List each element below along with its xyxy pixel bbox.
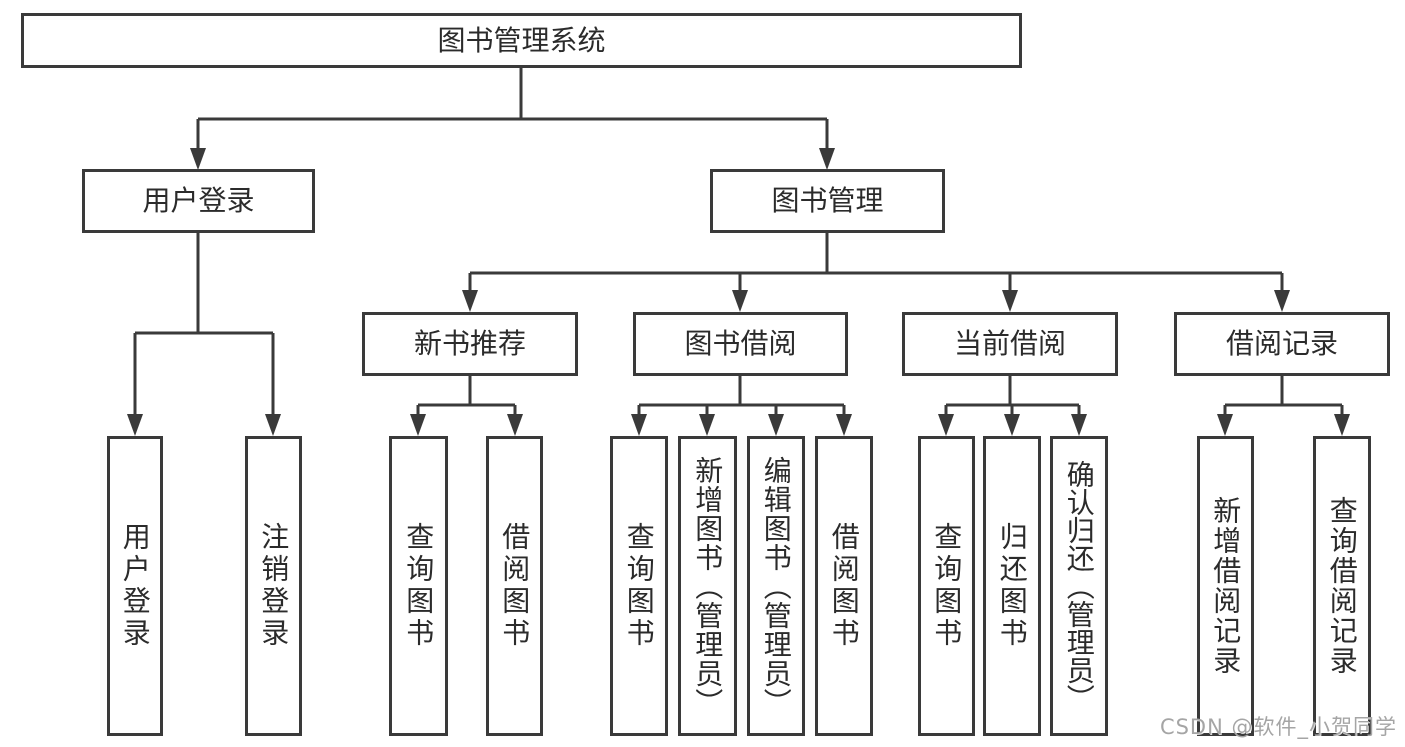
node-current-borrowing: 当前借阅 <box>902 312 1118 376</box>
node-leaf-return-books: 归还图书 <box>983 436 1041 736</box>
connector-path <box>416 376 517 416</box>
arrowhead <box>1334 414 1350 436</box>
node-leaf-edit-books-admin: 编辑图书（管理员） <box>747 436 805 736</box>
arrowhead <box>836 414 852 436</box>
node-borrowing-records: 借阅记录 <box>1174 312 1390 376</box>
node-new-book-recommend: 新书推荐 <box>362 312 578 376</box>
arrowhead <box>1004 414 1020 436</box>
node-leaf-logout: 注销登录 <box>245 436 302 736</box>
connector-path <box>637 376 846 416</box>
node-leaf-confirm-return-admin: 确认归还（管理员） <box>1050 436 1108 736</box>
node-leaf-add-borrow-record: 新增借阅记录 <box>1197 436 1254 736</box>
csdn-watermark: CSDN @软件_小贺同学 <box>1159 715 1397 739</box>
node-leaf-borrow-books: 借阅图书 <box>815 436 873 736</box>
arrowhead <box>410 414 426 436</box>
arrowhead <box>631 414 647 436</box>
arrowhead <box>462 290 478 312</box>
connector-path <box>468 233 1284 292</box>
arrowhead <box>768 414 784 436</box>
arrowhead <box>1071 414 1087 436</box>
node-leaf-borrow-books-recommend: 借阅图书 <box>486 436 543 736</box>
node-leaf-user-login: 用户登录 <box>107 436 163 736</box>
arrowhead <box>1002 290 1018 312</box>
arrowhead <box>1217 414 1233 436</box>
node-leaf-add-books-admin: 新增图书（管理员） <box>678 436 737 736</box>
node-leaf-query-books-recommend: 查询图书 <box>389 436 448 736</box>
node-book-management: 图书管理 <box>710 169 945 233</box>
node-book-borrowing: 图书借阅 <box>633 312 848 376</box>
node-user-login: 用户登录 <box>82 169 315 233</box>
node-leaf-query-books-borrow: 查询图书 <box>610 436 668 736</box>
arrowhead <box>190 148 206 170</box>
connector-path <box>944 376 1081 416</box>
arrowhead <box>127 414 143 436</box>
node-leaf-query-borrow-record: 查询借阅记录 <box>1313 436 1371 736</box>
node-library-system: 图书管理系统 <box>21 13 1022 68</box>
node-leaf-query-books-current: 查询图书 <box>918 436 975 736</box>
arrowhead <box>1274 290 1290 312</box>
connector-path <box>133 233 275 416</box>
arrowhead <box>819 148 835 170</box>
arrowhead <box>732 290 748 312</box>
arrowhead <box>699 414 715 436</box>
arrowhead <box>265 414 281 436</box>
connector-path <box>1223 376 1344 416</box>
arrowhead <box>507 414 523 436</box>
arrowhead <box>938 414 954 436</box>
connector-path <box>196 68 829 150</box>
